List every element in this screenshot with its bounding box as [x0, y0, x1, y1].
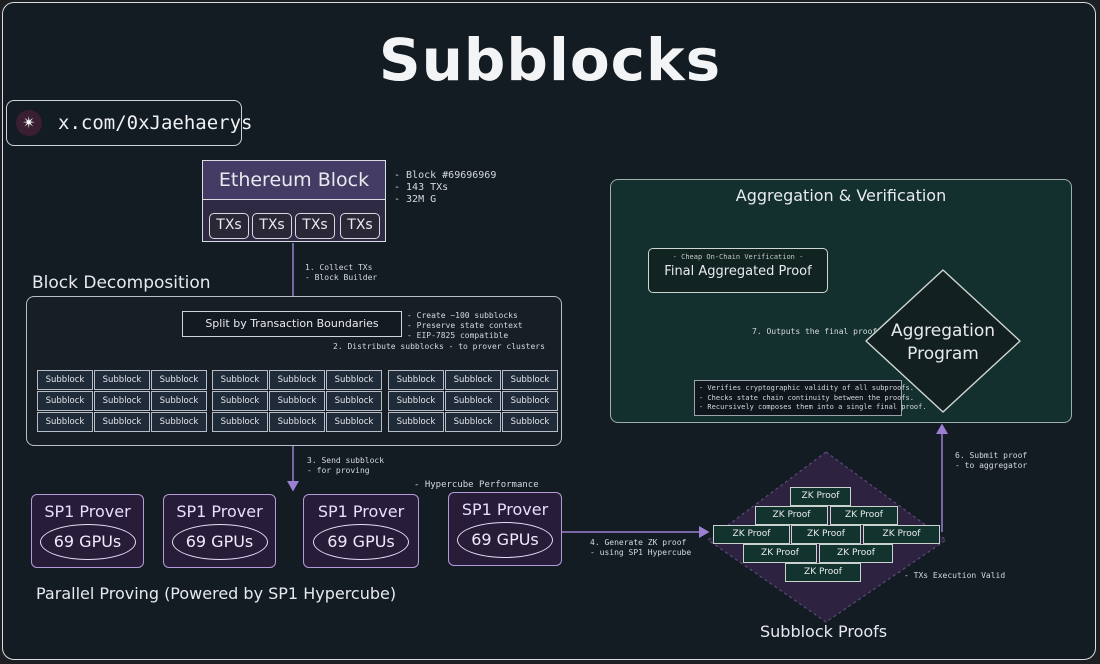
subblock-cell: Subblock [212, 391, 268, 411]
subblock-cell: Subblock [326, 391, 382, 411]
final-proof-label: Final Aggregated Proof [664, 264, 812, 279]
aggregation-program-diamond [865, 269, 1021, 413]
txs-box: TXs [295, 213, 335, 239]
edge-generate-label: 4. Generate ZK proof - using SP1 Hypercu… [590, 538, 692, 557]
split-notes: - Create ~100 subblocks - Preserve state… [407, 311, 523, 340]
txs-box: TXs [340, 213, 380, 239]
prover-name: SP1 Prover [44, 502, 131, 521]
output-label: 7. Outputs the final proof [752, 327, 878, 336]
subblock-cell: Subblock [388, 412, 444, 432]
verification-notes: - Verifies cryptographic validity of all… [699, 384, 927, 411]
zk-proof: ZK Proof [743, 544, 817, 563]
prover-name: SP1 Prover [176, 502, 263, 521]
aggregation-program-label: Aggregation Program [890, 321, 996, 364]
split-box: Split by Transaction Boundaries [182, 311, 402, 337]
subblock-cell: Subblock [388, 370, 444, 390]
gpu-count: 69 GPUs [457, 522, 553, 558]
final-proof-note: - Cheap On-Chain Verification - [672, 253, 804, 261]
edge-send-label: 3. Send subblock - for proving [307, 456, 385, 475]
aggregation-panel [610, 179, 1072, 423]
zk-proof: ZK Proof [863, 525, 940, 544]
aggregation-title: Aggregation & Verification [735, 186, 947, 205]
subblock-cell: Subblock [445, 370, 501, 390]
subblock-cell: Subblock [445, 391, 501, 411]
subblock-cell: Subblock [502, 412, 558, 432]
subblock-cell: Subblock [445, 412, 501, 432]
subblock-cell: Subblock [502, 391, 558, 411]
prover-card: SP1 Prover 69 GPUs [163, 494, 276, 568]
social-badge[interactable] [6, 100, 242, 146]
subblock-cell: Subblock [94, 412, 150, 432]
ethereum-block-title: Ethereum Block [202, 160, 386, 200]
subblock-cell: Subblock [37, 412, 93, 432]
gpu-count: 69 GPUs [39, 524, 136, 560]
page-title: Subblocks [378, 26, 722, 94]
subblock-cell: Subblock [151, 391, 207, 411]
zk-proof: ZK Proof [785, 563, 861, 582]
edge-collect-label: 1. Collect TXs - Block Builder [305, 263, 378, 282]
edge-submit-label: 6. Submit proof - to aggregator [955, 451, 1028, 470]
gpu-count: 69 GPUs [171, 524, 268, 560]
parallel-proving-caption: Parallel Proving (Powered by SP1 Hypercu… [36, 584, 397, 603]
txs-box: TXs [209, 213, 249, 239]
subblock-cell: Subblock [151, 412, 207, 432]
exec-valid-note: - TXs Execution Valid [904, 571, 1006, 580]
distribute-label: 2. Distribute subblocks - to prover clus… [333, 342, 545, 351]
block-notes: - Block #69696969 - 143 TXs - 32M G [394, 170, 497, 205]
social-handle[interactable]: x.com/0xJaehaerys [58, 112, 253, 134]
final-proof-box: - Cheap On-Chain Verification - Final Ag… [648, 248, 828, 293]
gpu-count: 69 GPUs [313, 524, 409, 560]
subblock-cell: Subblock [37, 391, 93, 411]
subblock-cell: Subblock [269, 391, 325, 411]
subblock-cell: Subblock [94, 391, 150, 411]
subblock-cell: Subblock [388, 391, 444, 411]
subblock-cell: Subblock [212, 412, 268, 432]
subblock-proofs-caption: Subblock Proofs [760, 622, 888, 641]
txs-box: TXs [252, 213, 292, 239]
zk-proof: ZK Proof [830, 506, 898, 525]
zk-proof: ZK Proof [819, 544, 893, 563]
subblock-cell: Subblock [502, 370, 558, 390]
subblock-cell: Subblock [37, 370, 93, 390]
subblock-cell: Subblock [269, 412, 325, 432]
zk-proof: ZK Proof [790, 487, 851, 506]
hypercube-note: - Hypercube Performance [414, 480, 539, 490]
verification-notes-box: - Verifies cryptographic validity of all… [694, 380, 927, 416]
zk-proof: ZK Proof [791, 525, 861, 544]
prover-card: SP1 Prover 69 GPUs [303, 494, 419, 568]
prover-name: SP1 Prover [317, 502, 405, 521]
prover-card: SP1 Prover 69 GPUs [448, 492, 562, 566]
prover-card: SP1 Prover 69 GPUs [31, 494, 144, 568]
subblock-cell: Subblock [212, 370, 268, 390]
prover-name: SP1 Prover [461, 500, 549, 519]
decomposition-title: Block Decomposition [32, 273, 211, 293]
subblock-cell: Subblock [326, 412, 382, 432]
zk-proof: ZK Proof [755, 506, 828, 525]
subblock-cell: Subblock [94, 370, 150, 390]
zk-proof: ZK Proof [713, 525, 790, 544]
subblock-cell: Subblock [269, 370, 325, 390]
x-logo-icon: ✴ [16, 110, 42, 136]
subblock-cell: Subblock [151, 370, 207, 390]
subblock-cell: Subblock [326, 370, 382, 390]
